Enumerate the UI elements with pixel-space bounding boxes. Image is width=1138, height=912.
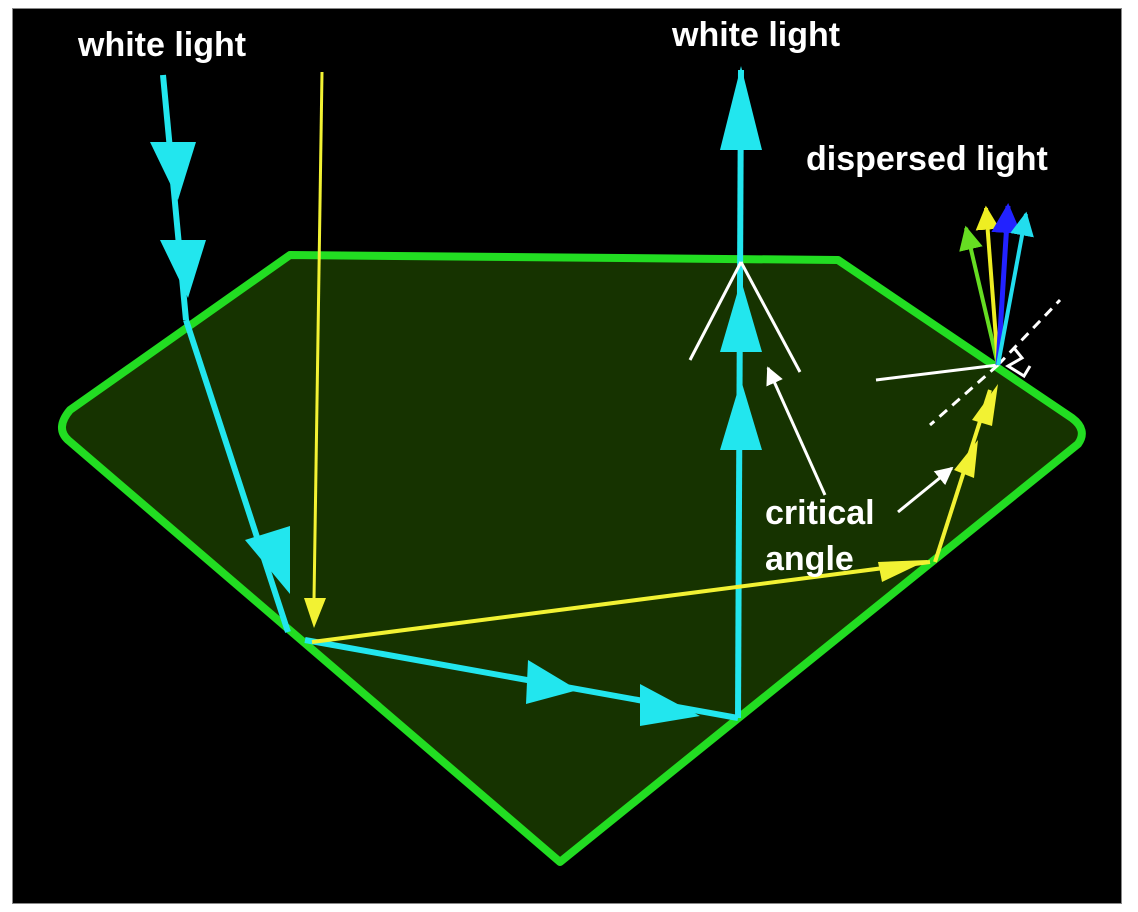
white-light-label-top: white light (671, 16, 840, 54)
white-light-label-left: white light (77, 26, 246, 64)
dispersed-light-label: dispersed light (806, 140, 1048, 178)
yellow-reflected-ray (311, 384, 998, 644)
gem-outline (58, 251, 1086, 866)
critical-label: critical (765, 494, 875, 532)
yellow-incoming-ray (304, 71, 326, 628)
critical-angle-cone-top (688, 261, 802, 373)
exiting-white-light-ray (720, 66, 762, 719)
critical-angle-pointer (766, 366, 954, 514)
incoming-white-light-ray (150, 74, 291, 633)
reflected-cyan-ray (304, 637, 739, 726)
dispersion-point (875, 203, 1062, 427)
angle-label: angle (765, 540, 854, 578)
